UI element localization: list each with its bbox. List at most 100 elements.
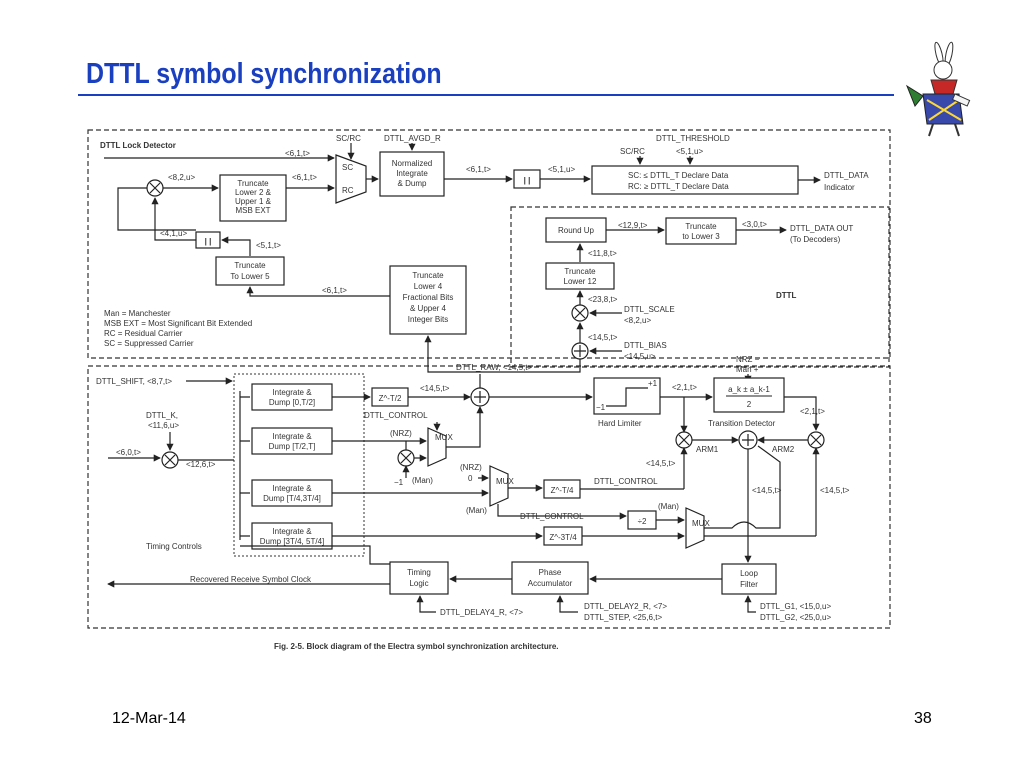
mux-c-label: MUX bbox=[692, 519, 710, 528]
delay4-label: DTTL_DELAY4_R, <7> bbox=[440, 608, 523, 617]
dttl-data-out-sub: (To Decoders) bbox=[790, 235, 841, 244]
transition-label: Transition Detector bbox=[708, 419, 776, 428]
truncate-lower12-box bbox=[545, 262, 615, 290]
fmt-14-5-t-b: <14,5,t> bbox=[646, 459, 676, 468]
fmt-23-8-t: <23,8,t> bbox=[588, 295, 618, 304]
integrator-2-line2: Dump [T/4,3T/4] bbox=[263, 494, 321, 503]
lock-detector-title: DTTL Lock Detector bbox=[100, 141, 176, 150]
mux-c bbox=[685, 507, 705, 549]
fmt-14-5-u: <14,5,u> bbox=[624, 352, 656, 361]
fmt-5-1-u-top: <5,1,u> bbox=[676, 147, 703, 156]
integrator-3 bbox=[251, 522, 333, 550]
white-rabbit-icon bbox=[905, 41, 971, 137]
integrator-bank-group bbox=[233, 373, 365, 557]
dttl-k-fmt: <11,6,u> bbox=[148, 421, 179, 430]
truncate-a-2: Lower 2 & bbox=[235, 188, 272, 197]
fmt-6-1-t-d: <6,1,t> bbox=[322, 286, 347, 295]
dttl-title: DTTL bbox=[776, 291, 797, 300]
nrz-b: (NRZ) bbox=[460, 463, 482, 472]
integrator-1 bbox=[251, 427, 333, 455]
phase-acc-2: Accumulator bbox=[528, 579, 573, 588]
truncate-lower12-2: Lower 12 bbox=[564, 277, 597, 286]
minus-one: −1 bbox=[596, 403, 606, 412]
norm-line-1: Normalized bbox=[392, 159, 432, 168]
timing-logic-2: Logic bbox=[409, 579, 428, 588]
integrator-2 bbox=[251, 479, 333, 507]
avgd-label: DTTL_AVGD_R bbox=[384, 134, 441, 143]
fmt-8-2-u-scale: <8,2,u> bbox=[624, 316, 651, 325]
g1-label: DTTL_G1, <15,0,u> bbox=[760, 602, 831, 611]
fmt-14-5-t-bias: <14,5,t> bbox=[588, 333, 618, 342]
abs-symbol-top: | | bbox=[524, 176, 531, 185]
legend-line-2: MSB EXT = Most Significant Bit Extended bbox=[104, 319, 252, 328]
integrator-3-line2: Dump [3T/4, 5T/4] bbox=[260, 537, 324, 546]
g2-label: DTTL_G2, <25,0,u> bbox=[760, 613, 831, 622]
loop-filter-1: Loop bbox=[740, 569, 758, 578]
nrz-man-top: NRZ − bbox=[736, 355, 760, 364]
threshold-compare-box bbox=[591, 165, 799, 195]
fmt-6-1-t-c: <6,1,t> bbox=[292, 173, 317, 182]
title-underline bbox=[78, 94, 894, 96]
hard-limiter-label: Hard Limiter bbox=[598, 419, 642, 428]
truncate-c-5: Integer Bits bbox=[408, 315, 448, 324]
truncate-a-1: Truncate bbox=[237, 179, 269, 188]
hard-limiter-box bbox=[593, 377, 661, 415]
truncate-lower4-box bbox=[389, 265, 467, 335]
normalized-integrate-box bbox=[379, 151, 445, 197]
lock-detector-group bbox=[87, 129, 891, 359]
dttl-group bbox=[510, 206, 890, 368]
loop-filter-box bbox=[721, 563, 777, 595]
delay-t2-text: Z^-T/2 bbox=[379, 394, 402, 403]
dttl-main-group bbox=[87, 365, 891, 629]
threshold-label: DTTL_THRESHOLD bbox=[656, 134, 730, 143]
integrator-2-line1: Integrate & bbox=[272, 484, 312, 493]
sc-input-label: SC bbox=[342, 163, 353, 172]
transition-formula: a_k ± a_k-1 bbox=[728, 385, 770, 394]
truncate-b-1: Truncate bbox=[234, 261, 266, 270]
mux-a bbox=[427, 427, 447, 467]
dttl-raw-label: DTTL_RAW, <14,5,t> bbox=[456, 363, 533, 372]
fmt-2-1-t-a: <2,1,t> bbox=[672, 383, 697, 392]
phase-acc-1: Phase bbox=[539, 568, 562, 577]
divide2-text: ÷2 bbox=[638, 517, 647, 526]
truncate-c-2: Lower 4 bbox=[414, 282, 443, 291]
truncate-a-4: MSB EXT bbox=[235, 206, 270, 215]
fmt-12-6-t: <12,6,t> bbox=[186, 460, 216, 469]
truncate-lower5-box bbox=[215, 256, 285, 286]
truncate-lower12-1: Truncate bbox=[564, 267, 596, 276]
timing-logic-box bbox=[389, 561, 449, 595]
dttl-data-out: DTTL_DATA OUT bbox=[790, 224, 853, 233]
delay-t4-text: Z^-T/4 bbox=[551, 486, 574, 495]
man-b: (Man) bbox=[466, 506, 487, 515]
norm-line-2: Integrate bbox=[396, 169, 428, 178]
truncate-lower3-2: to Lower 3 bbox=[682, 232, 720, 241]
round-up-box bbox=[545, 217, 607, 243]
footer-date: 12-Mar-14 bbox=[112, 710, 186, 727]
truncate-b-2: To Lower 5 bbox=[230, 272, 270, 281]
man-a: (Man) bbox=[412, 476, 433, 485]
man-c: (Man) bbox=[658, 502, 679, 511]
nrz-a: (NRZ) bbox=[390, 429, 412, 438]
transition-denominator: 2 bbox=[747, 400, 752, 409]
arm1-label: ARM1 bbox=[696, 445, 719, 454]
rc-input-label: RC bbox=[342, 186, 354, 195]
fmt-12-9-t: <12,9,t> bbox=[618, 221, 648, 230]
plus-one: +1 bbox=[648, 379, 658, 388]
nrz-man-bottom: Man + bbox=[736, 365, 759, 374]
phase-accumulator-box bbox=[511, 561, 589, 595]
mux-b-label: MUX bbox=[496, 477, 514, 486]
legend-line-4: SC = Suppressed Carrier bbox=[104, 339, 194, 348]
loop-filter-2: Filter bbox=[740, 580, 758, 589]
truncate-lower3-1: Truncate bbox=[685, 222, 717, 231]
dttl-control-b: DTTL_CONTROL bbox=[594, 477, 658, 486]
round-up-text: Round Up bbox=[558, 226, 595, 235]
truncate-c-3: Fractional Bits bbox=[403, 293, 454, 302]
zero-label: 0 bbox=[468, 474, 473, 483]
integrator-0-line2: Dump [0,T/2] bbox=[269, 398, 315, 407]
mux-b bbox=[489, 465, 509, 507]
integrator-1-line1: Integrate & bbox=[272, 432, 312, 441]
neg-one: −1 bbox=[394, 478, 404, 487]
truncate-lower2-box bbox=[219, 174, 287, 222]
lock-data-out-sub: Indicator bbox=[824, 183, 855, 192]
